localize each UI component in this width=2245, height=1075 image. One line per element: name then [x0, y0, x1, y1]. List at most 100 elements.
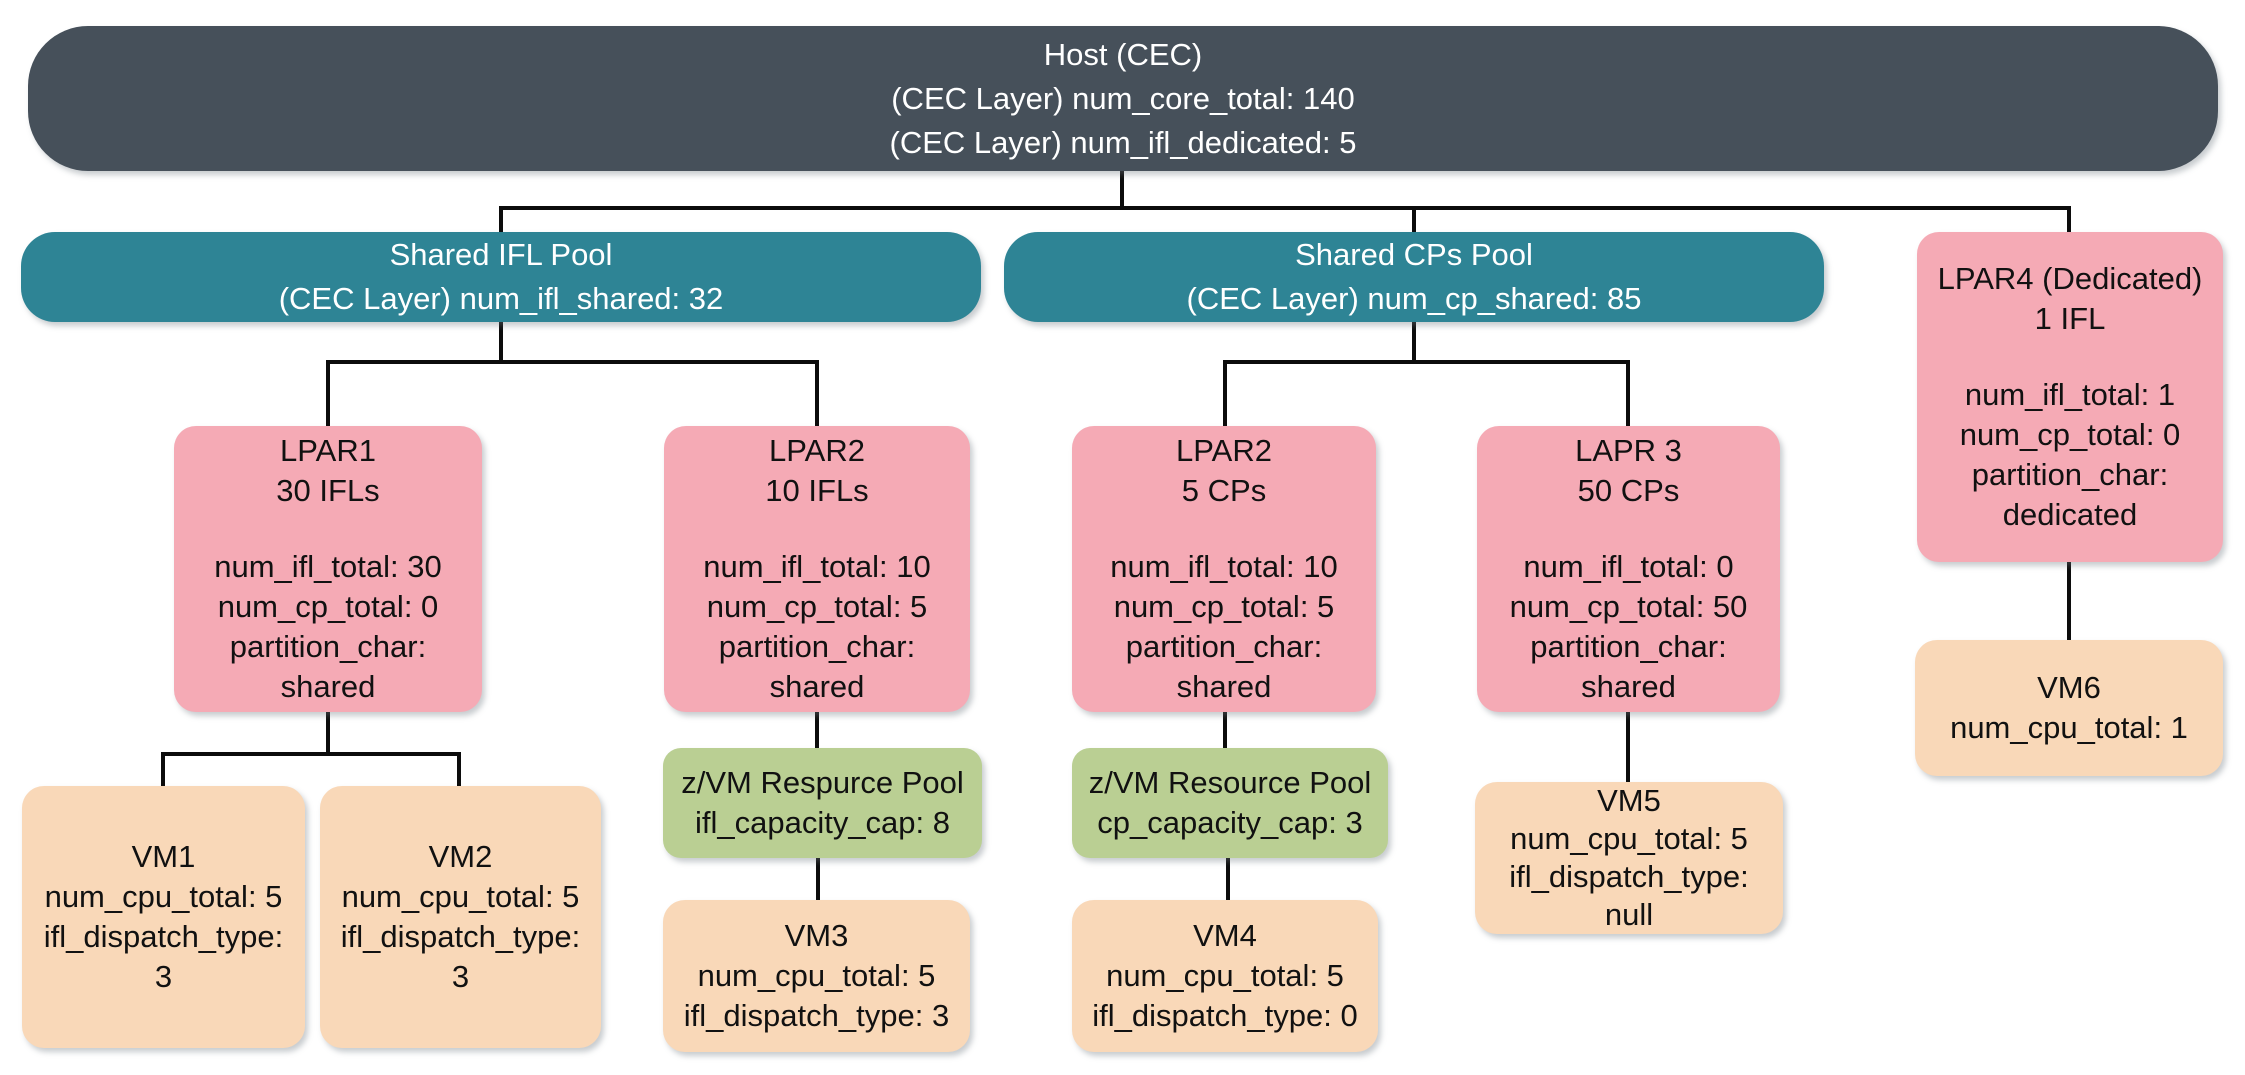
- lpar2-ifl-title: LPAR2: [769, 433, 865, 468]
- connector-to-lpar4: [2067, 206, 2071, 232]
- vm2-box: VM2 num_cpu_total: 5 ifl_dispatch_type: …: [320, 786, 601, 1048]
- connector-lpar1-down: [326, 712, 330, 756]
- vm5-box: VM5 num_cpu_total: 5 ifl_dispatch_type: …: [1475, 782, 1783, 934]
- lpar2-ifl-subtitle: 10 IFLs: [765, 473, 869, 508]
- lpar2-ifl-box: LPAR2 10 IFLs num_ifl_total: 10 num_cp_t…: [664, 426, 970, 712]
- connector-cps-pool-down: [1412, 322, 1416, 364]
- lpar1-attr-line: num_cp_total: 0: [217, 589, 439, 624]
- lpar1-attr-line: num_ifl_total: 30: [214, 549, 442, 584]
- lpar2-cp-subtitle: 5 CPs: [1181, 473, 1267, 508]
- connector-respool-to-vm3: [816, 858, 820, 900]
- connector-to-shared-ifl-pool: [499, 206, 503, 232]
- lpar4-attr-line: partition_char:: [1971, 457, 2169, 492]
- lpar1-attr-line: shared: [280, 669, 376, 704]
- shared-cps-pool-attr: (CEC Layer) num_cp_shared: 85: [1186, 281, 1642, 316]
- lpar4-title: LPAR4 (Dedicated): [1937, 261, 2203, 296]
- lpar4-attr-line: num_ifl_total: 1: [1964, 377, 2176, 412]
- lpar2-ifl-attr-line: num_ifl_total: 10: [703, 549, 931, 584]
- connector-lpar2ifl-to-respool: [815, 712, 819, 748]
- zvm-resource-pool-ifl-box: z/VM Respurce Pool ifl_capacity_cap: 8: [663, 748, 982, 858]
- lapr3-box: LAPR 3 50 CPs num_ifl_total: 0 num_cp_to…: [1477, 426, 1780, 712]
- lpar2-ifl-attr-line: partition_char:: [718, 629, 916, 664]
- vm6-attr-line: num_cpu_total: 1: [1950, 710, 2188, 745]
- zvm-resource-pool-cp-box: z/VM Resource Pool cp_capacity_cap: 3: [1072, 748, 1388, 858]
- vm2-attr-line: num_cpu_total: 5: [341, 879, 580, 914]
- zvm-pool-ifl-attr: ifl_capacity_cap: 8: [694, 805, 951, 840]
- host-attr-num-core-total: (CEC Layer) num_core_total: 140: [891, 80, 1355, 116]
- connector-lpar2cp-to-respool: [1223, 712, 1227, 748]
- lpar1-title: LPAR1: [280, 433, 376, 468]
- connector-cps-children-horizontal: [1223, 360, 1630, 364]
- shared-cps-pool-box: Shared CPs Pool (CEC Layer) num_cp_share…: [1004, 232, 1824, 322]
- connector-to-lpar2-cp: [1223, 360, 1227, 426]
- lpar1-box: LPAR1 30 IFLs num_ifl_total: 30 num_cp_t…: [174, 426, 482, 712]
- lpar4-attr-line: num_cp_total: 0: [1959, 417, 2181, 452]
- vm1-title: VM1: [131, 839, 196, 874]
- lpar4-box: LPAR4 (Dedicated) 1 IFL num_ifl_total: 1…: [1917, 232, 2223, 562]
- host-cec-box: Host (CEC) (CEC Layer) num_core_total: 1…: [28, 26, 2218, 171]
- vm3-title: VM3: [784, 918, 849, 953]
- vm3-attr-line: ifl_dispatch_type: 3: [683, 998, 950, 1033]
- lpar2-ifl-attr-line: num_cp_total: 5: [706, 589, 928, 624]
- connector-lapr3-to-vm5: [1626, 712, 1630, 782]
- host-title: Host (CEC): [1043, 36, 1203, 72]
- lapr3-attr-line: shared: [1581, 669, 1676, 704]
- connector-host-down: [1120, 169, 1124, 208]
- lpar2-cp-attr-line: partition_char:: [1125, 629, 1323, 664]
- connector-ifl-pool-down: [499, 322, 503, 364]
- shared-ifl-pool-title: Shared IFL Pool: [389, 237, 613, 272]
- connector-to-shared-cps-pool: [1412, 206, 1416, 232]
- lpar2-cp-box: LPAR2 5 CPs num_ifl_total: 10 num_cp_tot…: [1072, 426, 1376, 712]
- vm4-title: VM4: [1193, 918, 1257, 953]
- connector-ifl-children-horizontal: [326, 360, 818, 364]
- lapr3-title: LAPR 3: [1575, 433, 1682, 468]
- vm5-title: VM5: [1597, 783, 1661, 818]
- vm4-attr-line: num_cpu_total: 5: [1106, 958, 1344, 993]
- vm1-attr-line: num_cpu_total: 5: [44, 879, 283, 914]
- lpar4-attr-line: dedicated: [2002, 497, 2138, 532]
- vm5-attr-line: num_cpu_total: 5: [1510, 821, 1748, 856]
- lapr3-attr-line: num_ifl_total: 0: [1523, 549, 1734, 584]
- connector-to-lpar2-ifl: [815, 360, 819, 426]
- lpar2-cp-attr-line: num_cp_total: 5: [1113, 589, 1335, 624]
- shared-cps-pool-title: Shared CPs Pool: [1295, 237, 1533, 272]
- zvm-pool-cp-attr: cp_capacity_cap: 3: [1097, 805, 1363, 840]
- connector-row2-horizontal: [499, 206, 2071, 210]
- vm2-title: VM2: [428, 839, 493, 874]
- vm6-title: VM6: [2037, 670, 2101, 705]
- zvm-pool-ifl-title: z/VM Respurce Pool: [681, 765, 964, 800]
- vm3-box: VM3 num_cpu_total: 5 ifl_dispatch_type: …: [663, 900, 970, 1052]
- vm4-attr-line: ifl_dispatch_type: 0: [1092, 998, 1358, 1033]
- vm5-attr-line: null: [1604, 897, 1654, 932]
- vm3-attr-line: num_cpu_total: 5: [697, 958, 936, 993]
- host-attr-num-ifl-dedicated: (CEC Layer) num_ifl_dedicated: 5: [889, 124, 1357, 160]
- vm1-box: VM1 num_cpu_total: 5 ifl_dispatch_type: …: [22, 786, 305, 1048]
- lpar2-cp-title: LPAR2: [1176, 433, 1272, 468]
- vm2-attr-line: ifl_dispatch_type:: [340, 919, 581, 954]
- connector-to-vm2: [457, 752, 461, 786]
- connector-lpar4-to-vm6: [2067, 562, 2071, 640]
- lpar1-attr-line: partition_char:: [229, 629, 427, 664]
- connector-vm12-horizontal: [161, 752, 461, 756]
- shared-ifl-pool-attr: (CEC Layer) num_ifl_shared: 32: [278, 281, 724, 316]
- lapr3-attr-line: partition_char:: [1530, 629, 1727, 664]
- vm5-attr-line: ifl_dispatch_type:: [1509, 859, 1749, 894]
- vm6-box: VM6 num_cpu_total: 1: [1915, 640, 2223, 776]
- vm2-attr-line: 3: [451, 959, 470, 994]
- lpar2-cp-attr-line: num_ifl_total: 10: [1110, 549, 1338, 584]
- vm1-attr-line: ifl_dispatch_type:: [43, 919, 284, 954]
- lpar2-cp-attr-line: shared: [1176, 669, 1272, 704]
- zvm-pool-cp-title: z/VM Resource Pool: [1088, 765, 1372, 800]
- vm4-box: VM4 num_cpu_total: 5 ifl_dispatch_type: …: [1072, 900, 1378, 1052]
- connector-respool-to-vm4: [1226, 858, 1230, 900]
- connector-to-vm1: [161, 752, 165, 786]
- vm1-attr-line: 3: [154, 959, 173, 994]
- lpar4-subtitle: 1 IFL: [2034, 301, 2106, 336]
- lpar1-subtitle: 30 IFLs: [276, 473, 380, 508]
- lapr3-subtitle: 50 CPs: [1577, 473, 1680, 508]
- shared-ifl-pool-box: Shared IFL Pool (CEC Layer) num_ifl_shar…: [21, 232, 981, 322]
- lapr3-attr-line: num_cp_total: 50: [1509, 589, 1748, 624]
- connector-to-lapr3: [1626, 360, 1630, 426]
- lpar2-ifl-attr-line: shared: [769, 669, 865, 704]
